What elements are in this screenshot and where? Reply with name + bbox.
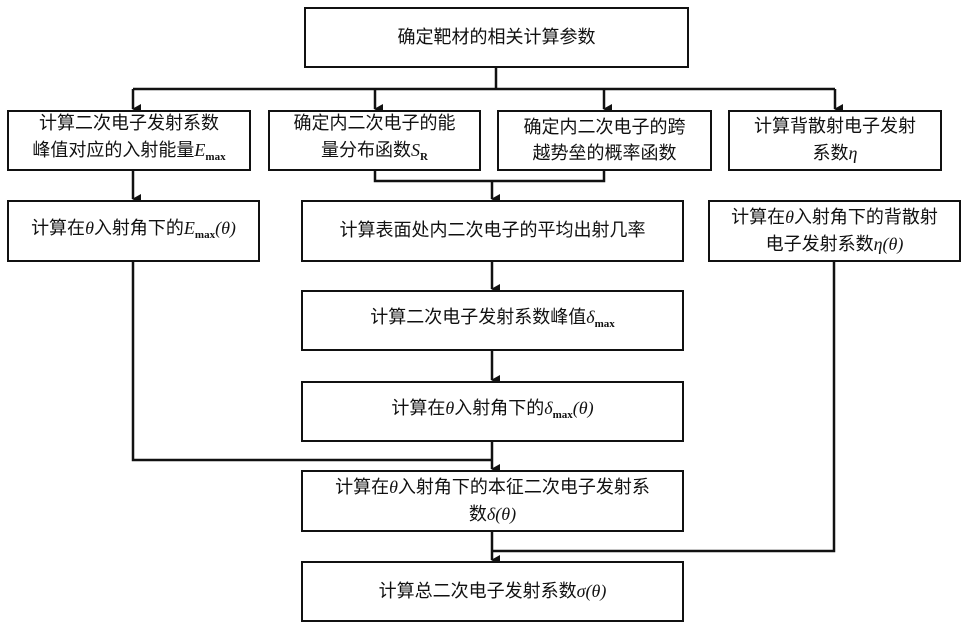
node-eta-theta: 计算在θ入射角下的背散射 电子发射系数η(θ) (708, 200, 961, 262)
node-dmax: 计算二次电子发射系数峰值δmax (301, 290, 684, 351)
node-eta-theta-suffix: 入射角下的背散射 (794, 207, 938, 228)
node-sigma-theta-var: σ(θ) (577, 581, 607, 601)
node-eta-theta-theta: θ (785, 207, 794, 227)
node-sr-sub: R (420, 151, 428, 163)
node-escape-label: 计算表面处内二次电子的平均出射几率 (340, 218, 646, 244)
node-delta-theta-theta: θ (389, 477, 398, 497)
node-delta-theta-prefix: 计算在 (335, 477, 389, 498)
node-delta-theta: 计算在θ入射角下的本征二次电子发射系 数δ(θ) (301, 470, 684, 532)
node-emax-theta: 计算在θ入射角下的Emax(θ) (7, 200, 260, 262)
node-emax-theta-mid: 入射角下的 (94, 218, 184, 239)
node-dmax-theta-mid: 入射角下的 (454, 398, 544, 419)
node-sr-var: S (411, 140, 420, 160)
node-barrier: 确定内二次电子的跨 越势垒的概率函数 (497, 110, 712, 171)
node-dmax-theta-var: δ (544, 398, 552, 418)
node-sr-line1: 确定内二次电子的能 (294, 111, 456, 137)
edge-sr-merge (375, 170, 604, 181)
node-params-label: 确定靶材的相关计算参数 (398, 25, 596, 51)
node-eta-theta-prefix: 计算在 (731, 207, 785, 228)
node-emax-theta-theta: θ (85, 218, 94, 238)
node-dmax-theta-theta: θ (445, 398, 454, 418)
node-eta-theta-line2: 电子发射系数 (766, 234, 874, 255)
node-dmax-sub: max (595, 318, 615, 330)
node-dmax-theta-sub: max (553, 409, 573, 421)
node-dmax-theta: 计算在θ入射角下的δmax(θ) (301, 381, 684, 442)
node-delta-theta-suffix: 入射角下的本征二次电子发射系 (398, 477, 650, 498)
node-sr-line2: 量分布函数 (321, 140, 411, 161)
node-emax-theta-prefix: 计算在 (31, 218, 85, 239)
node-eta-line1: 计算背散射电子发射 (754, 114, 916, 140)
node-eta: 计算背散射电子发射 系数η (728, 110, 942, 171)
node-emax-line2: 峰值对应的入射能量 (32, 140, 194, 161)
node-emax-theta-var: E (184, 218, 195, 238)
node-barrier-line1: 确定内二次电子的跨 (524, 115, 686, 141)
node-delta-theta-line2: 数 (469, 504, 487, 525)
node-emax-sub: max (205, 151, 225, 163)
node-eta-var: η (849, 143, 858, 163)
node-eta-line2: 系数 (813, 143, 849, 164)
node-emax-var: E (194, 140, 205, 160)
node-escape: 计算表面处内二次电子的平均出射几率 (301, 200, 684, 262)
node-sigma-theta: 计算总二次电子发射系数σ(θ) (301, 561, 684, 622)
node-eta-theta-var: η(θ) (874, 234, 904, 254)
node-delta-theta-var: δ(θ) (487, 504, 516, 524)
node-barrier-line2: 越势垒的概率函数 (524, 141, 686, 167)
node-dmax-theta-prefix: 计算在 (391, 398, 445, 419)
node-params: 确定靶材的相关计算参数 (304, 7, 689, 68)
node-sr: 确定内二次电子的能 量分布函数SR (268, 110, 481, 171)
node-emax: 计算二次电子发射系数 峰值对应的入射能量Emax (7, 110, 251, 171)
node-emax-line1: 计算二次电子发射系数 (32, 111, 225, 137)
node-sigma-theta-label: 计算总二次电子发射系数 (379, 581, 577, 602)
node-dmax-theta-suffix: (θ) (573, 398, 594, 418)
node-emax-theta-sub: max (195, 229, 215, 241)
node-dmax-var: δ (586, 307, 594, 327)
node-dmax-label: 计算二次电子发射系数峰值 (370, 307, 586, 328)
node-emax-theta-suffix: (θ) (215, 218, 236, 238)
